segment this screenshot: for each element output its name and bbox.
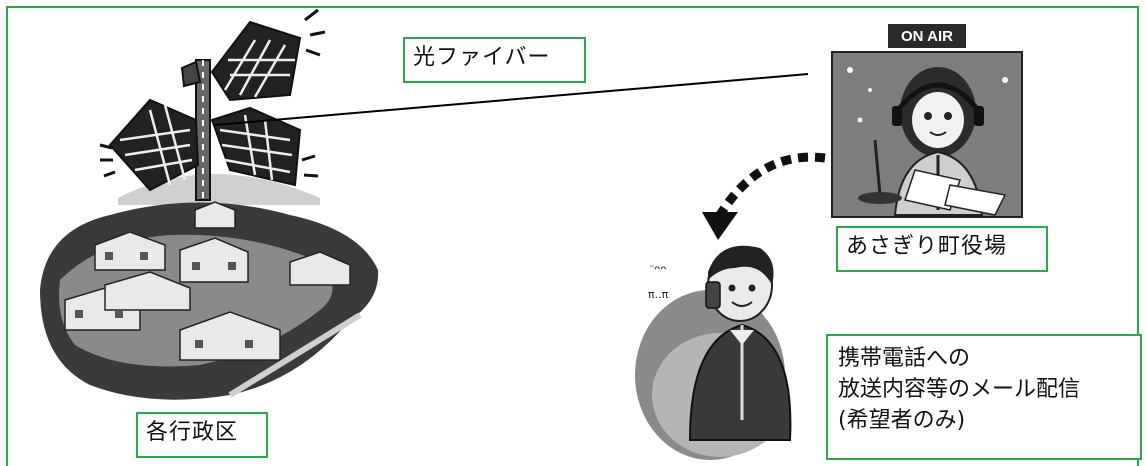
diagram-frame <box>6 6 1139 466</box>
svg-text:ᵔᴖᴖ: ᵔᴖᴖ <box>650 264 666 275</box>
mobile-mail-line-2: 放送内容等のメール配信 <box>838 376 1081 402</box>
village-houses-icon <box>40 201 379 400</box>
broadcast-arrow-icon <box>702 152 826 240</box>
town-office-label: あさぎり町役場 <box>836 226 1048 272</box>
radio-announcer-icon: ON AIR <box>831 24 1023 218</box>
man-with-phone-icon: ᵔᴖᴖ π..π <box>635 245 792 460</box>
on-air-sign: ON AIR <box>901 28 953 45</box>
fiber-connection-line <box>214 73 809 126</box>
mobile-mail-line-1: 携帯電話への <box>838 346 971 371</box>
mobile-mail-label: 携帯電話への 放送内容等のメール配信 (希望者のみ) <box>826 334 1142 460</box>
districts-label: 各行政区 <box>136 412 268 458</box>
mobile-mail-line-3: (希望者のみ) <box>838 407 966 433</box>
fiber-optic-label: 光ファイバー <box>403 37 586 83</box>
loudspeaker-tower-icon <box>99 8 326 205</box>
svg-text:π..π: π..π <box>648 288 669 301</box>
